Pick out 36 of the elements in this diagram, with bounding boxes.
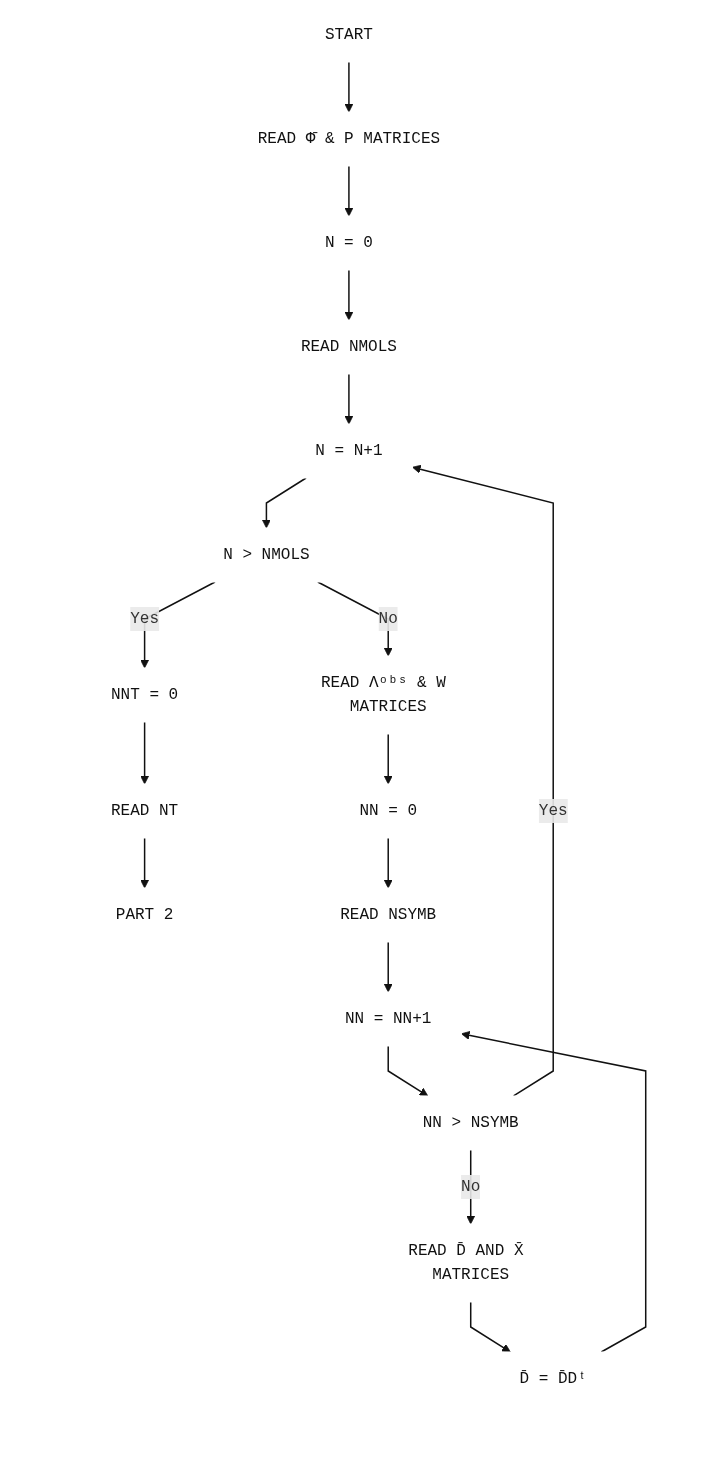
arrow <box>470 1301 511 1353</box>
node-text: START <box>325 26 374 44</box>
arrow <box>466 1149 476 1225</box>
node-text: N = N+1 <box>315 442 383 460</box>
arrow <box>344 165 354 217</box>
arrow <box>344 61 354 113</box>
node-text: READ NSYMB <box>340 905 437 924</box>
edge-label: No <box>378 609 398 628</box>
node-text: READ Φ̄ & P MATRICES <box>257 130 441 148</box>
node-text: READ NT <box>111 801 179 820</box>
arrow <box>383 733 393 785</box>
arrow <box>317 581 393 657</box>
node-text: D̄ = D̄Dᵗ <box>519 1369 587 1388</box>
arrow <box>387 1045 429 1097</box>
arrow <box>383 941 393 993</box>
arrow <box>383 837 393 889</box>
arrow <box>140 721 150 785</box>
node-text: READ NMOLS <box>301 338 398 356</box>
node-text: NN = 0 <box>359 801 418 820</box>
node-text: N = 0 <box>325 234 374 252</box>
node-text: NN > NSYMB <box>422 1113 519 1132</box>
edge-label: Yes <box>130 609 160 628</box>
arrow <box>140 837 150 889</box>
arrow <box>344 373 354 425</box>
node-text: N > NMOLS <box>223 545 310 564</box>
node-text: READ D̄ AND X̄ MATRICES <box>408 1241 524 1284</box>
arrow <box>344 269 354 321</box>
node-text: NN = NN+1 <box>345 1009 432 1028</box>
arrow <box>461 1031 647 1353</box>
edge-label: No <box>461 1177 481 1196</box>
arrow <box>412 464 555 1097</box>
node-text: NNT = 0 <box>111 685 179 704</box>
edge-label: Yes <box>538 801 568 820</box>
node-text: PART 2 <box>115 905 174 924</box>
node-text: READ Λᵒᵇˢ & W MATRICES <box>321 673 446 716</box>
arrow <box>262 477 307 529</box>
